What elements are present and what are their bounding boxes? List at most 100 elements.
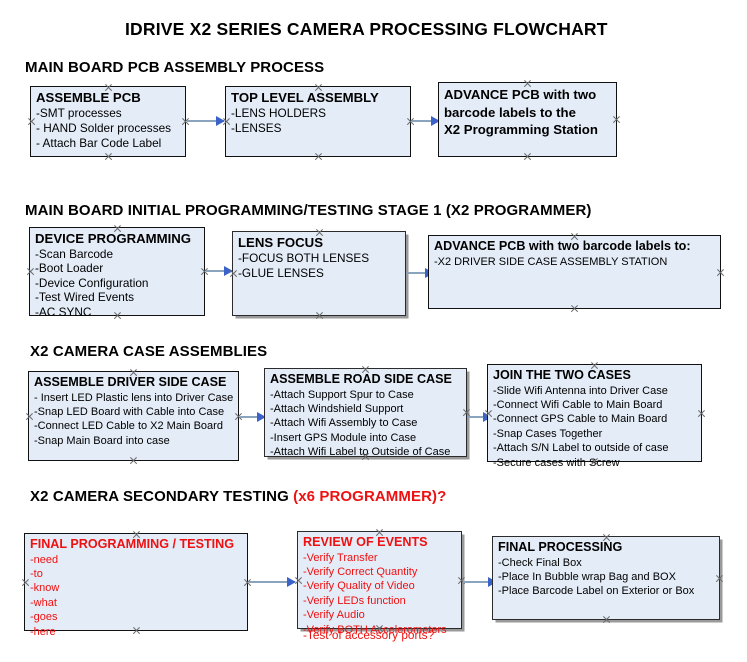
box-line: -Verify Audio [303,609,365,622]
box-line: -Connect Wifi Cable to Main Board [493,398,663,411]
box-line: -Attach Support Spur to Case [270,388,414,401]
box-content: LENS FOCUS -FOCUS BOTH LENSES -GLUE LENS… [233,232,405,281]
box-line: - Insert LED Plastic lens into Driver Ca… [34,391,234,404]
box-advance-pcb-to-case-station[interactable]: ADVANCE PCB with two barcode labels to: … [428,235,721,309]
box-title: DEVICE PROGRAMMING [35,231,192,246]
arrow-shaft [206,270,232,272]
box-content: ASSEMBLE PCB -SMT processes - HAND Solde… [31,87,185,151]
connector-arrow[interactable] [412,116,440,126]
section-heading-4-accent: (x6 PROGRAMMER)? [293,488,447,505]
section-heading-1: MAIN BOARD PCB ASSEMBLY PROCESS [25,59,324,76]
box-title: ADVANCE PCB with two barcode labels to: [434,239,691,253]
section-heading-4: X2 CAMERA SECONDARY TESTING (x6 PROGRAMM… [30,488,446,505]
box-content: ASSEMBLE ROAD SIDE CASE -Attach Support … [265,369,466,460]
box-line: -Test Wired Events [35,290,134,305]
box-line: -Device Configuration [35,275,149,290]
box-title: FINAL PROGRAMMING / TESTING [30,537,235,551]
connector-arrow[interactable] [240,412,266,422]
section-heading-3-text: X2 CAMERA CASE ASSEMBLIES [30,343,268,360]
section-heading-3: X2 CAMERA CASE ASSEMBLIES [30,343,267,360]
resize-handle-bottom[interactable] [523,152,532,161]
connector-arrow[interactable] [187,116,225,126]
box-title: ASSEMBLE ROAD SIDE CASE [270,372,452,386]
box-assemble-driver-side-case[interactable]: ASSEMBLE DRIVER SIDE CASE - Insert LED P… [28,371,239,461]
resize-handle-bottom[interactable] [104,152,113,161]
section-heading-4-text: X2 CAMERA SECONDARY TESTING [30,488,294,505]
connector-arrow[interactable] [249,577,296,587]
box-line: -AC SYNC [35,304,92,319]
arrow-head [257,412,266,422]
arrow-shaft [463,581,496,583]
box-line: -GLUE LENSES [238,265,324,280]
box-title: JOIN THE TWO CASES [493,368,631,382]
box-content: FINAL PROCESSING -Check Final Box -Place… [493,537,719,599]
resize-handle-bottom[interactable] [602,615,611,624]
box-line: -Snap Cases Together [493,427,603,440]
box-join-the-two-cases[interactable]: JOIN THE TWO CASES -Slide Wifi Antenna i… [487,364,702,469]
box-line: -Check Final Box [498,556,582,569]
box-line: -Verify Correct Quantity [303,565,418,578]
arrow-shaft [407,272,433,274]
box-line: -Snap Main Board into case [34,434,170,447]
box-assemble-road-side-case[interactable]: ASSEMBLE ROAD SIDE CASE -Attach Support … [264,368,467,460]
box-content: TOP LEVEL ASSEMBLY -LENS HOLDERS -LENSES [226,87,410,136]
arrow-head [224,266,233,276]
box-line: -Scan Barcode [35,246,114,261]
arrow-shaft [240,416,265,418]
resize-handle-bottom[interactable] [129,456,138,465]
box-line: -Verify Transfer [303,551,378,564]
section-heading-2-text: MAIN BOARD INITIAL PROGRAMMING/TESTING S… [25,202,592,219]
box-title-line: X2 Programming Station [444,122,598,138]
box-line: -Attach S/N Label to outside of case [493,442,669,455]
box-assemble-pcb[interactable]: ASSEMBLE PCB -SMT processes - HAND Solde… [30,86,186,157]
arrow-head [287,577,296,587]
box-line: -Snap LED Board with Cable into Case [34,405,225,418]
box-line: -Attach Wifi Label to Outside of Case [270,446,451,459]
resize-handle-bottom[interactable] [570,304,579,313]
box-line: -Attach Wifi Assembly to Case [270,417,418,430]
box-lens-focus[interactable]: LENS FOCUS -FOCUS BOTH LENSES -GLUE LENS… [232,231,406,316]
box-line: -need [30,553,59,566]
box-line: -Slide Wifi Antenna into Driver Case [493,384,668,397]
box-line: -what [30,596,57,609]
box-line: -LENSES [231,120,282,135]
box-line: -X2 DRIVER SIDE CASE ASSEMBLY STATION [434,255,668,268]
box-line: - Attach Bar Code Label [36,135,162,150]
arrow-shaft [187,120,224,122]
box-line: -Connect GPS Cable to Main Board [493,413,668,426]
box-advance-pcb-to-programming-station[interactable]: ADVANCE PCB with two barcode labels to t… [438,82,617,157]
box-content: JOIN THE TWO CASES -Slide Wifi Antenna i… [488,365,701,470]
box-line: -know [30,582,60,595]
box-title: TOP LEVEL ASSEMBLY [231,90,379,105]
resize-handle-bottom[interactable] [315,311,324,320]
box-line: -Place In Bubble wrap Bag and BOX [498,570,676,583]
box-line: -Verify LEDs function [303,594,406,607]
box-content: DEVICE PROGRAMMING -Scan Barcode -Boot L… [30,228,204,319]
box-title: LENS FOCUS [238,235,323,250]
box-line: -Verify Quality of Video [303,580,415,593]
arrow-head [216,116,225,126]
box-title: ASSEMBLE PCB [36,90,141,105]
box-line: -SMT processes [36,105,122,120]
box-line: -Attach Windshield Support [270,402,404,415]
box-overflow-line: -Test of accessory ports? [303,628,435,642]
box-review-of-events[interactable]: REVIEW OF EVENTS -Verify Transfer -Verif… [297,531,462,642]
box-final-processing[interactable]: FINAL PROCESSING -Check Final Box -Place… [492,536,720,620]
box-line: -here [30,625,56,638]
box-line: -Secure cases with Screw [493,456,620,469]
box-line: -Boot Loader [35,261,104,276]
resize-handle-bottom[interactable] [314,152,323,161]
box-line: -to [30,567,43,580]
box-title: ASSEMBLE DRIVER SIDE CASE [34,375,227,389]
box-title-line: barcode labels to the [444,104,576,120]
box-title: ADVANCE PCB with two [444,87,597,102]
box-content: ADVANCE PCB with two barcode labels to t… [439,83,616,139]
box-line: -goes [30,611,58,624]
connector-arrow[interactable] [206,266,233,276]
arrow-shaft [249,581,295,583]
box-final-programming-testing[interactable]: FINAL PROGRAMMING / TESTING -need -to -k… [24,533,248,638]
box-title: REVIEW OF EVENTS [303,535,428,549]
box-top-level-assembly[interactable]: TOP LEVEL ASSEMBLY -LENS HOLDERS -LENSES [225,86,411,157]
box-device-programming[interactable]: DEVICE PROGRAMMING -Scan Barcode -Boot L… [29,227,205,319]
